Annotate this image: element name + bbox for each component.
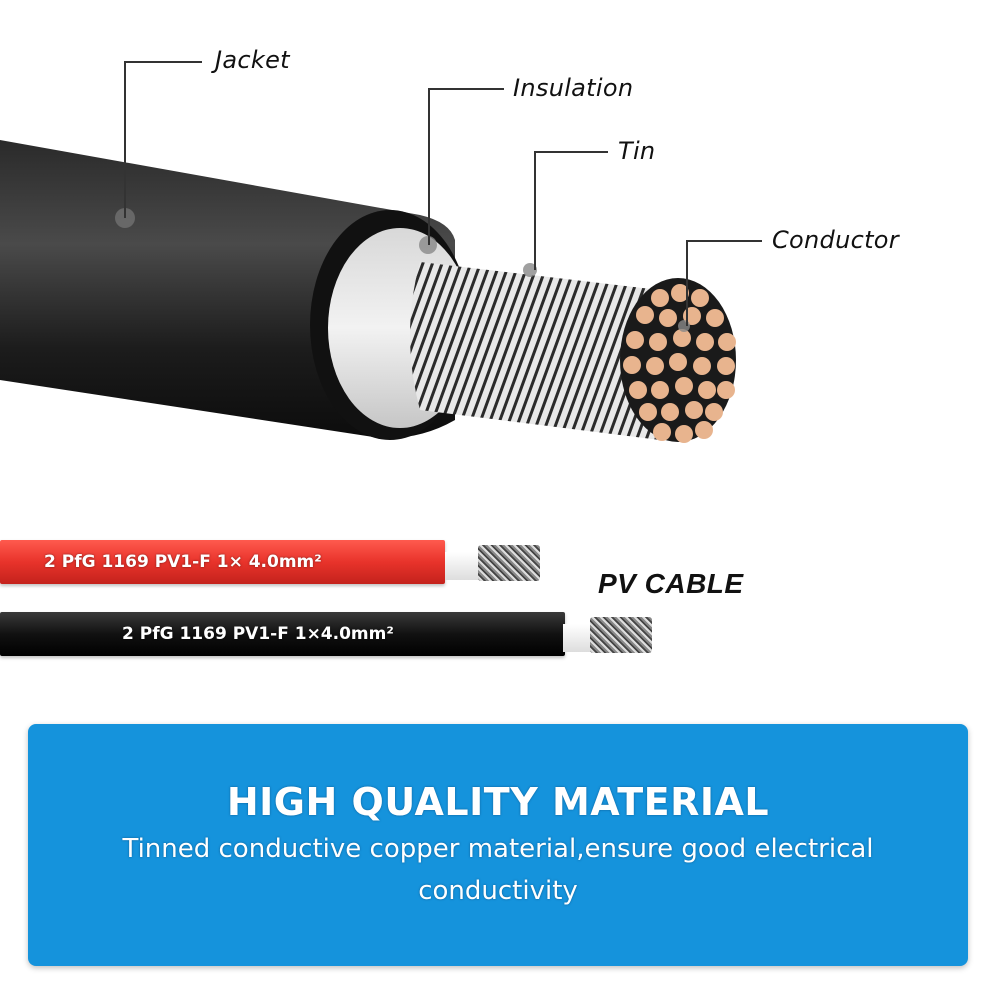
red-cable-strands — [478, 545, 540, 581]
tin-leader-horizontal — [534, 151, 608, 153]
insulation-leader-vertical — [428, 88, 430, 245]
conductor-label: Conductor — [772, 226, 899, 254]
black-cable-insulation — [563, 624, 593, 652]
black-cable-strands — [590, 617, 652, 653]
black-cable-jacket — [0, 612, 565, 656]
insulation-label: Insulation — [513, 74, 634, 102]
tin-layer — [410, 262, 660, 440]
quality-banner: HIGH QUALITY MATERIAL Tinned conductive … — [28, 724, 968, 966]
tin-label: Tin — [618, 137, 656, 165]
conductor-leader-horizontal — [686, 240, 762, 242]
tin-leader-vertical — [534, 151, 536, 270]
banner-title: HIGH QUALITY MATERIAL — [226, 780, 770, 824]
conductor-layer — [620, 278, 736, 443]
jacket-label: Jacket — [215, 46, 290, 74]
cable-cross-section-illustration — [0, 140, 736, 443]
insulation-leader-horizontal — [428, 88, 504, 90]
jacket-leader-horizontal — [124, 61, 202, 63]
black-cable-marking: 2 PfG 1169 PV1-F 1×4.0mm² — [122, 624, 394, 644]
banner-description: Tinned conductive copper material,ensure… — [122, 834, 874, 906]
red-cable-marking: 2 PfG 1169 PV1-F 1× 4.0mm² — [44, 552, 322, 572]
jacket-leader-vertical — [124, 61, 126, 218]
red-cable-insulation — [445, 552, 480, 580]
red-cable-jacket — [0, 540, 445, 584]
pv-cable-title: PV CABLE — [598, 568, 744, 599]
conductor-leader-vertical — [686, 240, 688, 326]
